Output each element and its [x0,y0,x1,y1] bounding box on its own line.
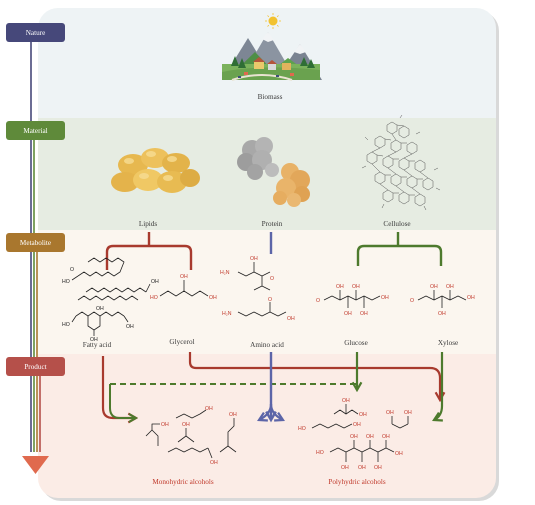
mono-oh-label-3: OH [182,422,190,428]
glucose-oh-label-4: OH [360,311,368,317]
poly-oh-label: OH [342,398,350,404]
stage-tag-material-label: Material [23,127,47,135]
protein-icon [237,137,310,207]
biomass-label: Biomass [258,93,283,101]
xylose-to-polyhydric-arrow [432,352,444,422]
glycerol-oh-label: OH [180,274,188,280]
stage-tag-product: Product [6,357,65,376]
fa-ho-label: HO [62,279,70,285]
glycerol-ho-label: HO [150,295,158,301]
glucose-label: Glucose [344,339,368,347]
down-arrow-icon [22,456,49,474]
sugar-to-monohydric-arrow [109,384,139,423]
xylose-o-label: O [410,298,414,304]
fatty-acid-structure: HO O OH OH HO OH OH [62,257,159,343]
poly-oh-label-11: OH [382,434,390,440]
poly-oh-label-2: OH [359,412,367,418]
glycerol-label: Glycerol [169,338,194,346]
amino-acid-label: Amino acid [250,341,284,349]
xylose-oh-label-3: OH [446,284,454,290]
protein-label: Protein [262,220,283,228]
aa-h2n-label-2: H₂N [222,311,232,317]
poly-oh-label-8: OH [358,465,366,471]
poly-oh-label-10: OH [374,465,382,471]
fa-ho-label-2: HO [62,322,70,328]
aa-o-label-2: O [268,297,272,303]
aa-h2n-label: H₂N [220,270,230,276]
glucose-o-label: O [316,298,320,304]
stage-tag-material: Material [6,121,65,140]
amino-acid-branch-arrows [257,352,285,423]
fa-oh-label-2: OH [96,306,104,312]
poly-oh-label-7: OH [350,434,358,440]
glycerol-to-polyhydric-arrow [188,352,446,403]
stage-tag-product-label: Product [24,363,46,371]
glucose-structure: O OH OH OH OH OH [316,284,389,317]
xylose-structure: O OH OH OH OH [410,284,475,317]
fa-oh-label-4: OH [90,337,98,343]
aa-oh-label: OH [250,256,258,262]
poly-ho-label: HO [298,426,306,432]
poly-oh-label-5: OH [404,410,412,416]
fatty-acid-to-monohydric-arrow [101,356,139,424]
cellulose-structure-icon [361,114,441,211]
xylose-oh-label: OH [430,284,438,290]
poly-oh-label-9: OH [366,434,374,440]
monohydric-alcohols-label: Monohydric alcohols [152,478,213,486]
aa-o-label: O [270,276,274,282]
mono-oh-label: OH [205,406,213,412]
glucose-oh-label-5: OH [381,295,389,301]
amino-acid-structure: H₂N OH O H₂N O OH [220,256,295,322]
poly-oh-label-12: OH [395,451,403,457]
glucose-oh-label-2: OH [344,311,352,317]
product-band [38,354,496,498]
fatty-acid-label: Fatty acid [83,341,112,349]
cellulose-split-bracket [356,244,443,266]
glucose-oh-label: OH [336,284,344,290]
polyhydric-alcohol-structures: OH OH HO OH OH OH HO OH OH OH OH OH OH O… [298,398,412,471]
glycerol-oh-label-2: OH [209,295,217,301]
mono-oh-label-5: OH [229,412,237,418]
metabolite-band [38,230,496,354]
stage-tag-nature: Nature [6,23,65,42]
poly-ho-label-2: HO [316,450,324,456]
xylose-oh-label-4: OH [467,295,475,301]
fa-oh-label-3: OH [126,324,134,330]
lipids-label: Lipids [139,220,158,228]
biomass-landscape-icon [222,13,322,81]
xylose-label: Xylose [438,339,458,347]
mono-oh-label-4: OH [210,460,218,466]
poly-oh-label-4: OH [386,410,394,416]
aa-oh-label-2: OH [287,316,295,322]
glycerol-structure: HO OH OH [150,274,217,301]
mono-oh-label-2: OH [161,422,169,428]
glucose-oh-label-3: OH [352,284,360,290]
polyhydric-alcohols-label: Polyhydric alcohols [328,478,385,486]
stage-tag-metabolite: Metabolite [6,233,65,252]
poly-oh-label-6: OH [341,465,349,471]
fa-oh-label: OH [151,279,159,285]
lipids-icon [111,148,200,193]
monohydric-alcohol-structures: OH OH OH OH OH [145,406,237,466]
xylose-oh-label-2: OH [438,311,446,317]
fa-o-label: O [70,267,74,273]
stage-bands [38,8,496,498]
cellulose-label: Cellulose [383,220,410,228]
stage-tag-metabolite-label: Metabolite [20,239,51,247]
poly-oh-label-3: OH [353,422,361,428]
stage-tag-nature-label: Nature [26,29,46,37]
